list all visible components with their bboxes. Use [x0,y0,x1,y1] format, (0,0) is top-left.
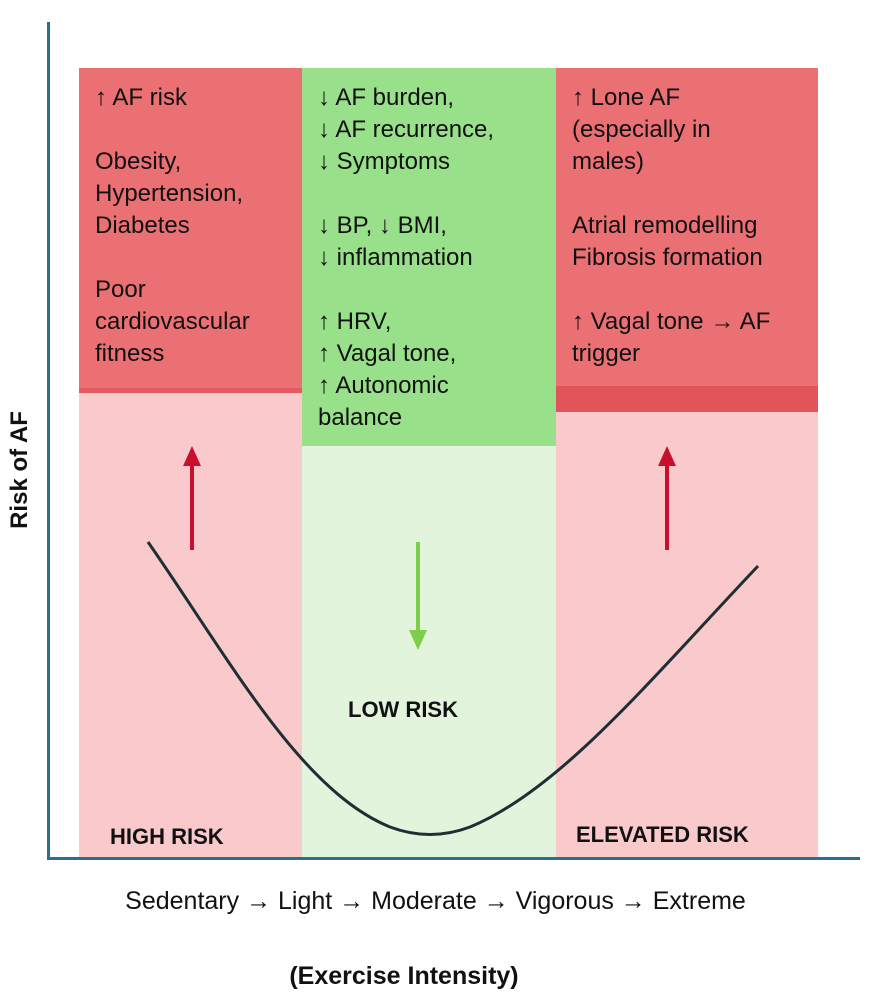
high-risk-factor: fitness [95,340,165,367]
x-axis-label: Sedentary → Light → Moderate → Vigorous … [125,887,746,915]
low-risk-benefit: ↓ AF burden, [318,84,455,111]
elevated-risk-factor: ↑ Lone AF [572,84,681,111]
low-risk-benefit: ↑ Vagal tone, [318,340,457,367]
high-risk-factor: Diabetes [95,212,190,239]
elevated-risk-factor: ↑ Vagal tone → AF [572,308,771,335]
low-risk-benefits-box: ↓ AF burden, ↓ AF recurrence, ↓ Symptoms… [302,68,556,446]
arrow-up-icon [658,446,676,550]
low-risk-benefit: balance [318,404,403,431]
y-axis [47,22,50,860]
high-risk-factor: Hypertension, [95,180,244,207]
y-axis-label: Risk of AF [6,411,33,529]
elevated-risk-factor: (especially in [572,116,711,143]
elevated-risk-label: ELEVATED RISK [576,822,749,847]
high-risk-box-bottom-stripe [79,388,302,393]
low-risk-benefit: ↓ AF recurrence, [318,116,495,143]
high-risk-label: HIGH RISK [110,824,224,849]
low-risk-benefit: ↓ BP, ↓ BMI, [318,212,447,239]
x-axis-sublabel: (Exercise Intensity) [289,962,519,990]
x-axis [47,857,860,860]
high-risk-factor: cardiovascular [95,308,250,335]
low-risk-benefit: ↓ Symptoms [318,148,451,175]
high-risk-factor: Poor [95,276,146,303]
u-shaped-risk-curve [146,541,760,836]
elevated-risk-factors-box: ↑ Lone AF (especially in males) Atrial r… [556,68,818,412]
arrow-up-icon [183,446,201,550]
high-risk-factor: Obesity, [95,148,182,175]
elevated-risk-factor: trigger [572,340,641,367]
arrow-down-icon [409,542,427,650]
elevated-risk-factor: Fibrosis formation [572,244,763,271]
high-risk-factors-box: ↑ AF risk Obesity, Hypertension, Diabete… [79,68,302,393]
low-risk-benefit: ↑ Autonomic [318,372,449,399]
elevated-risk-box-bottom-stripe [556,386,818,412]
low-risk-label: LOW RISK [348,697,458,722]
high-risk-heading: ↑ AF risk [95,84,188,111]
low-risk-benefit: ↑ HRV, [318,308,392,335]
elevated-risk-factor: Atrial remodelling [572,212,758,239]
elevated-risk-factor: males) [572,148,645,175]
low-risk-benefit: ↓ inflammation [318,244,473,271]
